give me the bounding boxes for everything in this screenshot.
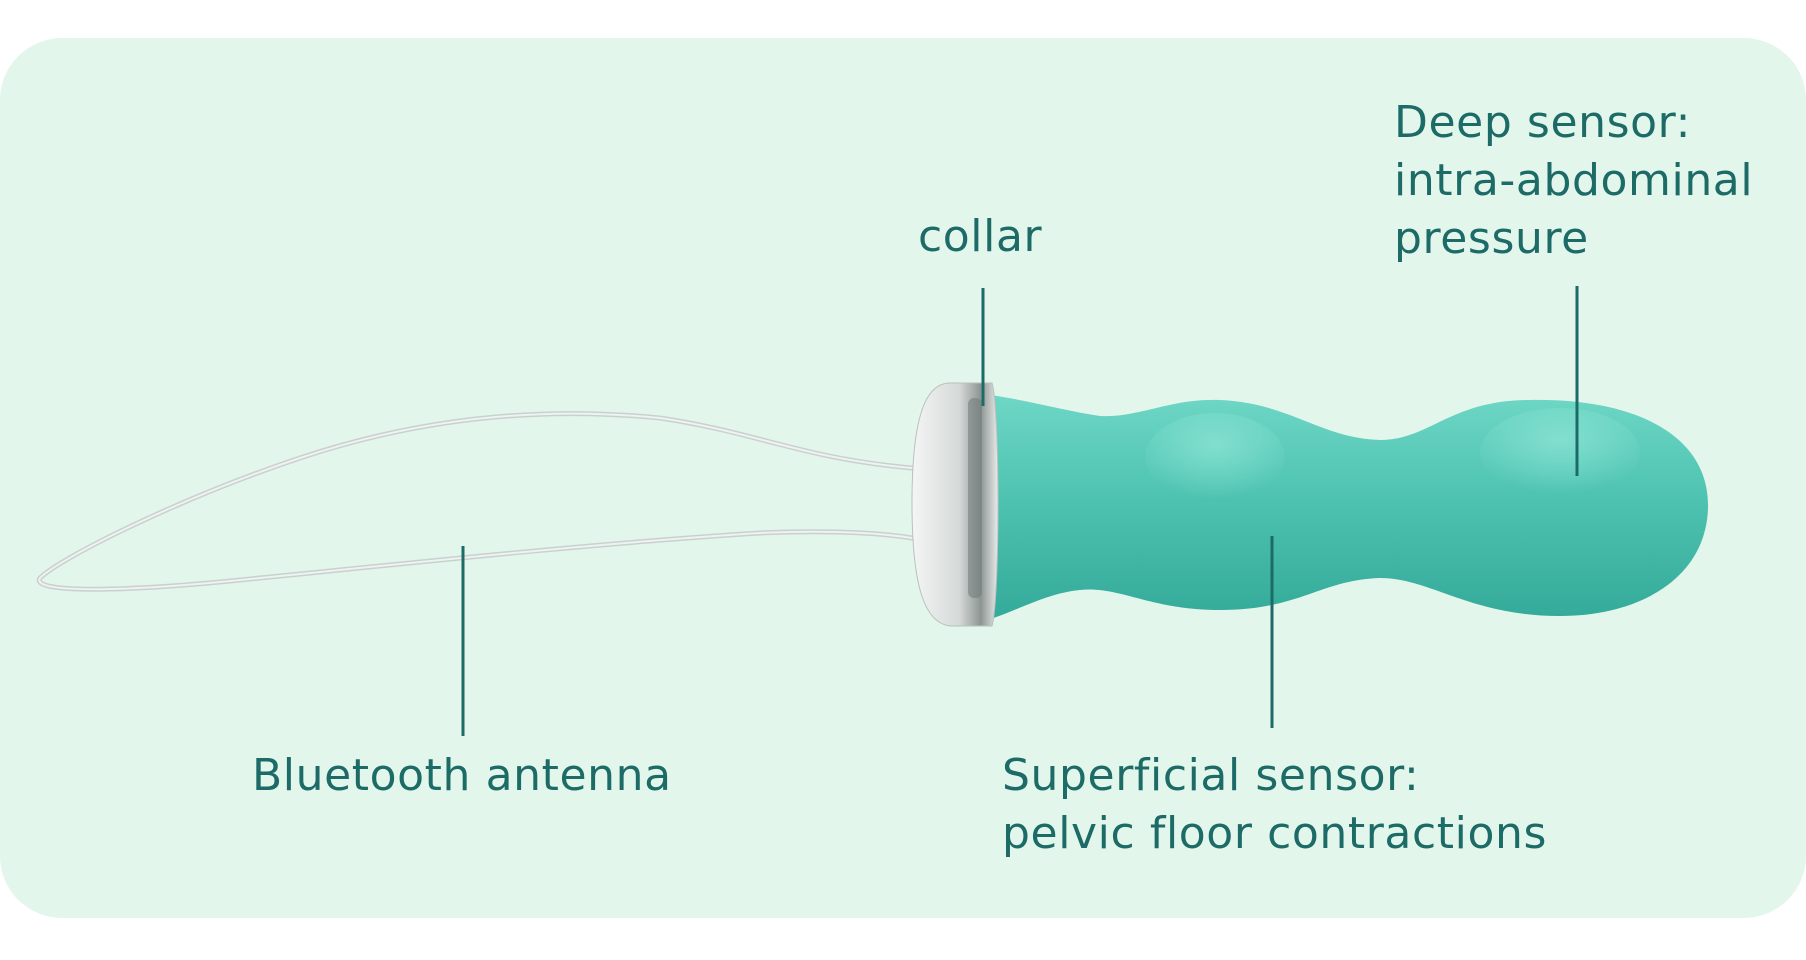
bluetooth-antenna-label-text: Bluetooth antenna (252, 747, 672, 805)
superficial-sensor-label-line2: pelvic floor contractions (1002, 805, 1547, 863)
body-highlight-1 (1145, 413, 1285, 503)
deep-sensor-label: Deep sensor: intra-abdominal pressure (1394, 94, 1753, 268)
deep-sensor-label-line3: pressure (1394, 210, 1753, 268)
collar-label-text: collar (918, 208, 1042, 266)
collar-dark-band (968, 398, 982, 598)
bluetooth-antenna-label: Bluetooth antenna (252, 747, 672, 805)
collar-shape (912, 383, 998, 626)
superficial-sensor-label: Superficial sensor: pelvic floor contrac… (1002, 747, 1547, 863)
deep-sensor-label-line1: Deep sensor: (1394, 94, 1753, 152)
collar-label: collar (918, 208, 1042, 266)
body-highlight-2 (1480, 408, 1640, 498)
superficial-sensor-label-line1: Superficial sensor: (1002, 747, 1547, 805)
deep-sensor-label-line2: intra-abdominal (1394, 152, 1753, 210)
